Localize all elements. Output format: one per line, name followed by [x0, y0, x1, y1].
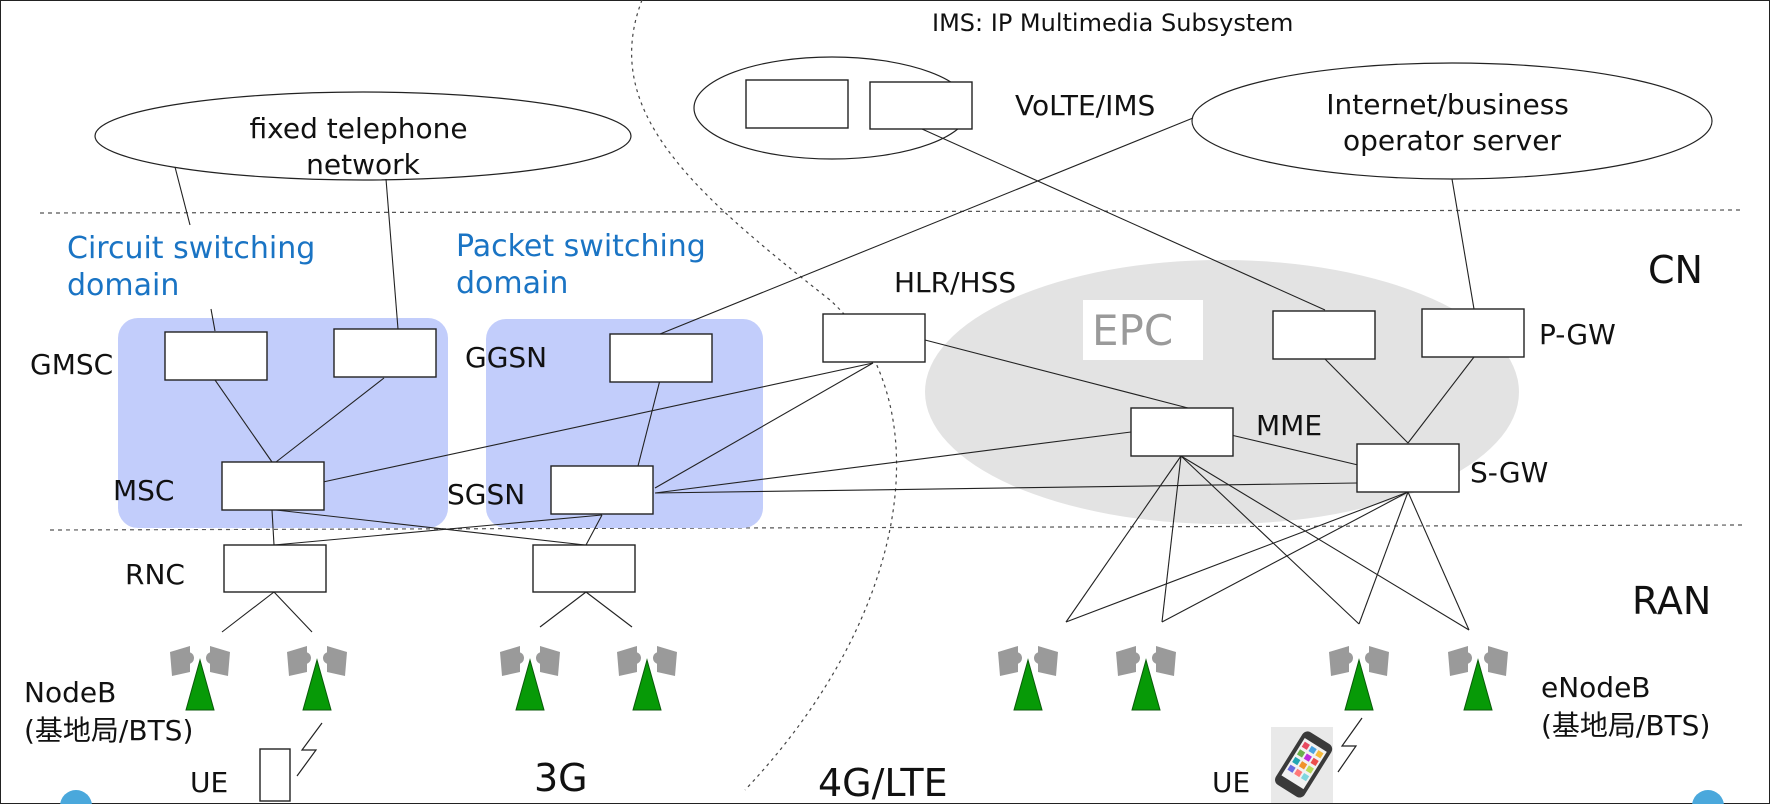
sgw-label: S-GW — [1470, 456, 1548, 489]
rnc-box-1 — [223, 544, 327, 593]
ggsn-box — [609, 333, 713, 383]
tower-icon — [170, 646, 230, 711]
tower-icon — [998, 646, 1058, 711]
ggsn-label: GGSN — [465, 341, 547, 374]
ran-label: RAN — [1632, 579, 1711, 623]
sgsn-label: SGSN — [447, 478, 525, 511]
ps-domain-label: Packet switching domain — [456, 229, 715, 301]
ims-server-1 — [745, 79, 849, 129]
ims-title: IMS: IP Multimedia Subsystem — [932, 9, 1293, 37]
cn-label: CN — [1648, 248, 1703, 292]
cs-domain-label: Circuit switching domain — [67, 231, 325, 303]
gen-3g-label: 3G — [534, 756, 588, 800]
mme-label: MME — [1256, 409, 1322, 442]
smartphone-icon — [1271, 727, 1333, 803]
connection-lines — [174, 117, 1475, 633]
phone-icon — [259, 748, 291, 802]
internet-cloud — [1191, 62, 1713, 180]
volte-label: VoLTE/IMS — [1015, 89, 1155, 122]
nodeb-line-2: (基地局/BTS) — [24, 714, 193, 747]
nodeb-label: NodeB (基地局/BTS) — [24, 676, 193, 747]
fixed-telephone-cloud — [94, 91, 632, 181]
base-stations — [170, 646, 1508, 711]
tower-icon — [1448, 646, 1508, 711]
tower-icon — [500, 646, 560, 711]
enodeb-line-2: (基地局/BTS) — [1541, 709, 1710, 742]
epc-label: EPC — [1092, 306, 1173, 355]
ims-server-2 — [869, 81, 973, 130]
fixed-line-1: fixed telephone — [250, 112, 468, 145]
ue-right-label: UE — [1212, 766, 1250, 799]
enodeb-line-1: eNodeB — [1541, 671, 1651, 704]
epc-gw-box — [1272, 310, 1376, 360]
mme-box — [1130, 407, 1234, 457]
ue-left-label: UE — [190, 766, 228, 799]
tower-icon — [1329, 646, 1389, 711]
hlr-hss-box — [822, 313, 926, 363]
cs-line-2: domain — [67, 268, 179, 303]
ps-line-2: domain — [456, 266, 568, 301]
fixed-line-2: network — [306, 148, 420, 181]
lightning-icon — [296, 722, 323, 777]
cn-divider-top — [39, 209, 1743, 214]
gen-4g-label: 4G/LTE — [818, 761, 948, 804]
sgw-box — [1356, 443, 1460, 493]
pgw-label: P-GW — [1539, 318, 1616, 351]
enodeb-label: eNodeB (基地局/BTS) — [1541, 671, 1710, 742]
lightning-icon — [1337, 717, 1363, 773]
ps-line-1: Packet switching — [456, 229, 706, 264]
rnc-label: RNC — [125, 558, 185, 591]
internet-label: Internet/business operator server — [1326, 88, 1578, 157]
gmsc-box-2 — [333, 328, 437, 378]
internet-line-1: Internet/business — [1326, 88, 1569, 121]
nodeb-line-1: NodeB — [24, 676, 116, 709]
hlr-hss-label: HLR/HSS — [894, 266, 1016, 299]
pgw-box — [1421, 308, 1525, 358]
gmsc-label: GMSC — [30, 348, 113, 381]
cn-ran-divider — [49, 524, 1743, 531]
gmsc-box-1 — [164, 331, 268, 381]
fixed-telephone-label: fixed telephone network — [250, 112, 477, 181]
msc-label: MSC — [113, 474, 174, 507]
tower-icon — [1116, 646, 1176, 711]
internet-line-2: operator server — [1343, 124, 1561, 157]
rnc-box-2 — [532, 544, 636, 593]
tower-icon — [617, 646, 677, 711]
sgsn-box — [550, 465, 654, 515]
tower-icon — [287, 646, 347, 711]
cs-line-1: Circuit switching — [67, 231, 315, 266]
msc-box — [221, 461, 325, 511]
epc-label-bg — [1083, 300, 1203, 360]
